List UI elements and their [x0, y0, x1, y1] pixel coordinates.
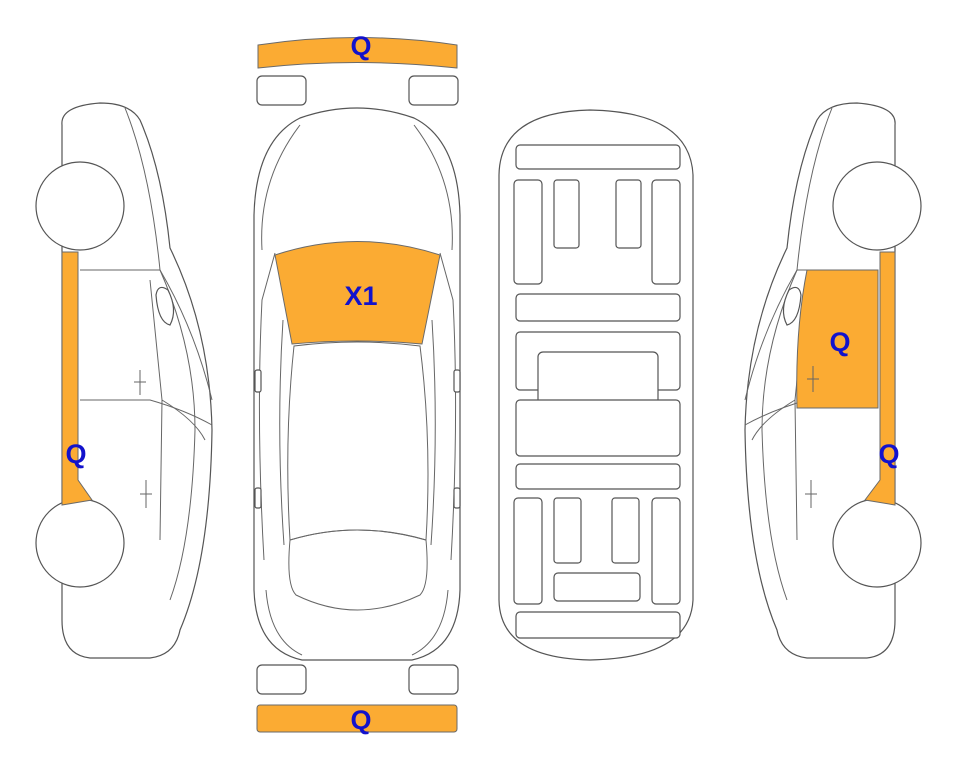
- underbody-front-right-box: [615, 179, 642, 249]
- left-side-door-handle-front: [134, 370, 146, 395]
- front-right-headlight: [408, 75, 459, 106]
- left-side-door-line-rear: [161, 399, 206, 441]
- right-side-door-line-rear: [751, 399, 796, 441]
- right-side-front-wheel: [832, 161, 922, 251]
- right-rear-pillar-panel[interactable]: [864, 251, 896, 506]
- trunk-line-right: [411, 589, 449, 656]
- front-left-headlight: [256, 75, 307, 106]
- left-side-window-line: [80, 269, 213, 401]
- top-view-body: [253, 107, 461, 661]
- right-side-window-line: [744, 269, 877, 401]
- hood-line-right: [413, 124, 453, 251]
- rear-bumper-panel[interactable]: [256, 704, 458, 733]
- side-rail-left: [258, 252, 276, 561]
- underbody-rear-crossmember: [515, 463, 681, 490]
- left-side-roof-line: [124, 107, 196, 601]
- front-bumper-panel[interactable]: [257, 37, 458, 69]
- front-bumper-label: Q: [350, 31, 371, 61]
- side-rail-right-inner: [430, 319, 436, 546]
- windshield-label: X1: [344, 281, 377, 311]
- left-side-rear-wheel: [35, 498, 125, 588]
- rear-right-taillight: [408, 664, 459, 695]
- side-rail-right: [439, 252, 457, 561]
- rear-window: [288, 529, 428, 611]
- underbody-front-right-rail: [651, 179, 681, 285]
- right-side-roof-line: [761, 107, 833, 601]
- underbody-mid-crossmember: [515, 293, 681, 322]
- mirror-right: [453, 369, 461, 393]
- car-underbody-view: [498, 109, 694, 661]
- windshield-panel[interactable]: [274, 241, 441, 345]
- hood-line-left: [261, 124, 301, 251]
- right-side-door-handle-rear: [805, 480, 817, 508]
- underbody-front-left-box: [553, 179, 580, 249]
- left-side-mirror: [155, 286, 175, 326]
- underbody-rear-tank: [553, 572, 641, 602]
- right-side-rear-wheel: [832, 498, 922, 588]
- underbody-front-left-rail: [513, 179, 543, 285]
- right-side-mirror: [782, 286, 802, 326]
- underbody-front-crossmember: [515, 144, 681, 170]
- underbody-rear-bar: [515, 611, 681, 639]
- door-handle-right-rear: [453, 487, 461, 509]
- left-side-door-handle-rear: [140, 480, 152, 508]
- car-left-side-view: [35, 102, 213, 659]
- left-rear-pillar-panel[interactable]: [61, 251, 93, 506]
- right-side-door-handle-front: [807, 366, 819, 392]
- right-rear-door-panel[interactable]: [796, 269, 879, 409]
- underbody-rear-left-rail: [513, 497, 543, 605]
- underbody-rear-left-box: [553, 497, 582, 564]
- mirror-left: [254, 369, 262, 393]
- right-rear-door-label: Q: [829, 327, 850, 357]
- left-rear-pillar-label: Q: [65, 439, 86, 469]
- door-handle-left-rear: [254, 487, 262, 509]
- left-side-front-wheel: [35, 161, 125, 251]
- right-rear-pillar-label: Q: [878, 439, 899, 469]
- trunk-line-left: [265, 589, 303, 656]
- left-side-belt-line: [80, 399, 213, 426]
- rear-bumper-label: Q: [350, 705, 371, 735]
- underbody-rear-right-rail: [651, 497, 681, 605]
- underbody-rear-right-box: [611, 497, 640, 564]
- car-top-view: [253, 107, 461, 661]
- rear-left-taillight: [256, 664, 307, 695]
- side-rail-left-inner: [279, 319, 285, 546]
- underbody-right-floor: [515, 399, 681, 457]
